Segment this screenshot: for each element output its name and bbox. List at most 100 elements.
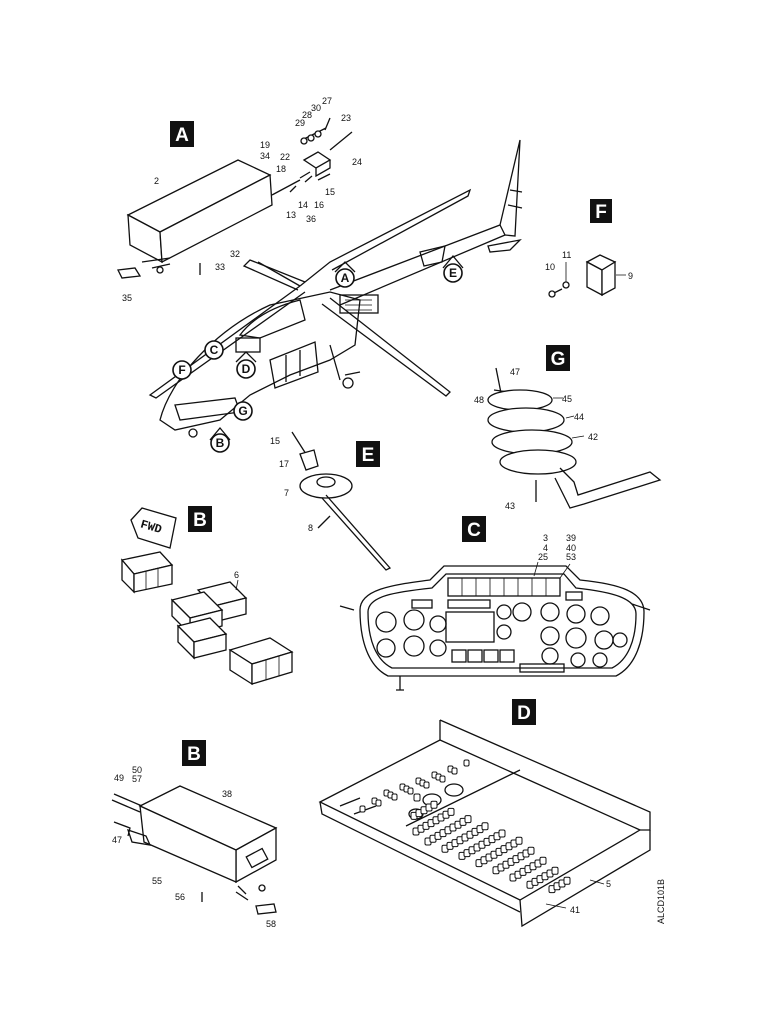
svg-text:B: B	[216, 436, 225, 450]
instrument-gauge	[540, 602, 560, 622]
circuit-breaker	[413, 793, 421, 802]
circuit-breaker	[391, 793, 398, 801]
screw-set	[289, 173, 331, 193]
battery-cell-side	[133, 564, 173, 593]
svg-text:F: F	[178, 363, 185, 377]
circuit-breaker	[539, 856, 547, 865]
svg-text:45: 45	[562, 394, 572, 404]
circuit-breaker	[359, 805, 366, 813]
svg-text:57: 57	[132, 774, 142, 784]
svg-text:18: 18	[276, 164, 286, 174]
connector-plug	[126, 828, 152, 846]
battery-leads	[111, 793, 143, 837]
door-frame	[285, 350, 301, 382]
section-b-top-part-numbers: 6	[234, 570, 239, 580]
battery-connector	[245, 847, 269, 869]
connector-lead	[271, 171, 311, 196]
landing-gear	[329, 344, 361, 381]
svg-text:G: G	[238, 404, 247, 418]
antenna-tip	[291, 431, 307, 455]
instrument-gauge	[375, 611, 397, 633]
fwd-arrow: FWD	[130, 507, 177, 549]
callout-b[interactable]: B	[209, 426, 231, 453]
section-e-label: E	[356, 441, 380, 467]
rotor-blade	[148, 285, 306, 399]
instrument-gauge	[565, 627, 587, 649]
circuit-breaker	[527, 846, 535, 855]
cell-dividers	[265, 656, 280, 680]
circuit-breaker	[430, 800, 438, 809]
svg-text:23: 23	[341, 113, 351, 123]
svg-text:6: 6	[234, 570, 239, 580]
circuit-breaker	[481, 822, 489, 831]
panel-plate	[318, 739, 642, 901]
screw	[324, 117, 331, 131]
rotor-blade	[242, 259, 306, 291]
svg-text:8: 8	[308, 523, 313, 533]
callout-c[interactable]: C	[204, 340, 224, 360]
svg-text:43: 43	[505, 501, 515, 511]
panel-front-flange	[519, 830, 651, 928]
switch-block	[499, 649, 515, 663]
section-c-label: C	[462, 516, 486, 542]
svg-text:11: 11	[562, 250, 571, 260]
svg-text:E: E	[449, 266, 457, 280]
avionics-rack	[339, 294, 379, 314]
panel-divider	[405, 769, 521, 827]
shim	[117, 267, 142, 279]
landing-wheel	[342, 377, 354, 389]
panel-bezel	[367, 573, 637, 669]
console-box	[235, 337, 261, 353]
callout-e[interactable]: E	[442, 254, 464, 283]
instrument-gauge	[540, 626, 560, 646]
circuit-breaker	[498, 829, 506, 838]
mount-bracket	[141, 257, 171, 269]
svg-text:47: 47	[510, 367, 520, 377]
antenna-coupler	[299, 449, 319, 471]
callout-f[interactable]: F	[172, 360, 192, 380]
leader-lines	[533, 561, 571, 579]
section-g-assembly	[487, 367, 662, 509]
panel-back-flange	[439, 719, 651, 831]
instrument-panel	[339, 561, 651, 691]
callout-g[interactable]: G	[233, 401, 253, 421]
circuit-breaker	[423, 781, 430, 789]
section-a-label: A	[170, 121, 194, 147]
svg-text:32: 32	[230, 249, 240, 259]
leader-line	[235, 579, 239, 591]
svg-text:14: 14	[298, 200, 308, 210]
rack-detail	[345, 299, 372, 311]
washer	[562, 281, 570, 289]
svg-text:53: 53	[566, 552, 576, 562]
antenna-disc	[487, 407, 565, 433]
section-g-part-numbers: 47 48 45 44 42 43	[474, 367, 598, 511]
circuit-breaker	[551, 866, 559, 875]
circuit-breaker	[407, 787, 414, 795]
panel-screw	[396, 676, 404, 691]
switch-strip	[447, 599, 491, 609]
section-f-assembly	[548, 254, 626, 298]
svg-text:25: 25	[538, 552, 548, 562]
instrument-gauge	[570, 652, 586, 668]
svg-text:15: 15	[325, 187, 335, 197]
svg-text:B: B	[187, 744, 201, 765]
svg-text:39: 39	[566, 533, 576, 543]
svg-text:24: 24	[352, 157, 362, 167]
nut	[156, 266, 164, 274]
svg-text:F: F	[595, 202, 607, 223]
relay-side	[601, 260, 616, 297]
svg-text:A: A	[341, 271, 350, 285]
svg-text:40: 40	[566, 543, 576, 553]
battery-cell-side	[193, 633, 227, 659]
callout-d[interactable]: D	[235, 351, 257, 379]
antenna-bracket	[554, 467, 662, 509]
section-e-part-numbers: 15 17 7 8	[270, 436, 313, 533]
svg-text:29: 29	[295, 118, 305, 128]
circuit-breaker-panel	[318, 719, 651, 928]
panel-outline	[359, 565, 645, 677]
callout-a[interactable]: A	[334, 261, 356, 288]
connector-block	[302, 151, 332, 169]
antenna-disc	[499, 449, 577, 475]
svg-text:D: D	[242, 362, 251, 376]
